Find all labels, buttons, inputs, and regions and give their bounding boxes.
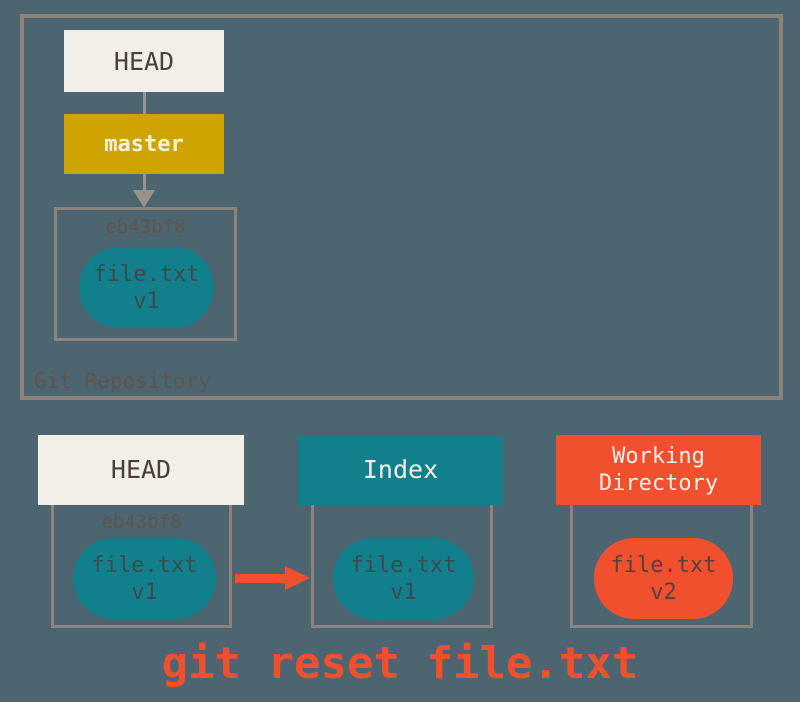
file-name: file.txt bbox=[350, 552, 457, 578]
master-branch-box: master bbox=[64, 114, 224, 174]
index-area-header: Index bbox=[298, 435, 503, 505]
head-ref-label: HEAD bbox=[113, 46, 175, 76]
index-file-blob: file.txt v1 bbox=[333, 538, 474, 619]
head-to-master-connector bbox=[143, 92, 146, 114]
master-to-commit-arrowhead-icon bbox=[133, 190, 155, 208]
commit-box: eb43bf8 file.txt v1 bbox=[54, 207, 237, 341]
index-area-title: Index bbox=[362, 455, 439, 485]
file-name: file.txt bbox=[93, 261, 200, 287]
head-area-box: eb43bf8 file.txt v1 bbox=[51, 502, 232, 628]
head-file-blob: file.txt v1 bbox=[73, 538, 216, 619]
master-to-commit-arrow-line bbox=[143, 174, 146, 194]
command-caption: git reset file.txt bbox=[161, 638, 639, 689]
commit-hash: eb43bf8 bbox=[105, 216, 186, 238]
file-version: v1 bbox=[131, 579, 158, 605]
commit-file-blob: file.txt v1 bbox=[79, 247, 214, 328]
file-version: v1 bbox=[390, 579, 417, 605]
head-area-title: HEAD bbox=[110, 455, 172, 485]
reset-arrow-shaft bbox=[235, 574, 287, 583]
file-version: v2 bbox=[650, 579, 677, 605]
working-directory-file-blob: file.txt v2 bbox=[594, 538, 733, 619]
working-directory-area-header: Working Directory bbox=[556, 435, 761, 505]
head-ref-box: HEAD bbox=[64, 30, 224, 92]
master-branch-label: master bbox=[104, 131, 184, 157]
working-directory-area-title: Working Directory bbox=[598, 443, 719, 497]
git-repository-label: Git Repository bbox=[34, 369, 212, 393]
head-area-header: HEAD bbox=[38, 435, 244, 505]
reset-arrowhead-icon bbox=[285, 566, 310, 590]
file-name: file.txt bbox=[91, 552, 198, 578]
head-area-commit-hash: eb43bf8 bbox=[101, 511, 182, 533]
working-directory-area-box: file.txt v2 bbox=[570, 502, 753, 628]
index-area-box: file.txt v1 bbox=[311, 502, 493, 628]
file-version: v1 bbox=[133, 288, 160, 314]
file-name: file.txt bbox=[610, 552, 717, 578]
git-repository-box: HEAD master eb43bf8 file.txt v1 Git Repo… bbox=[20, 14, 783, 400]
